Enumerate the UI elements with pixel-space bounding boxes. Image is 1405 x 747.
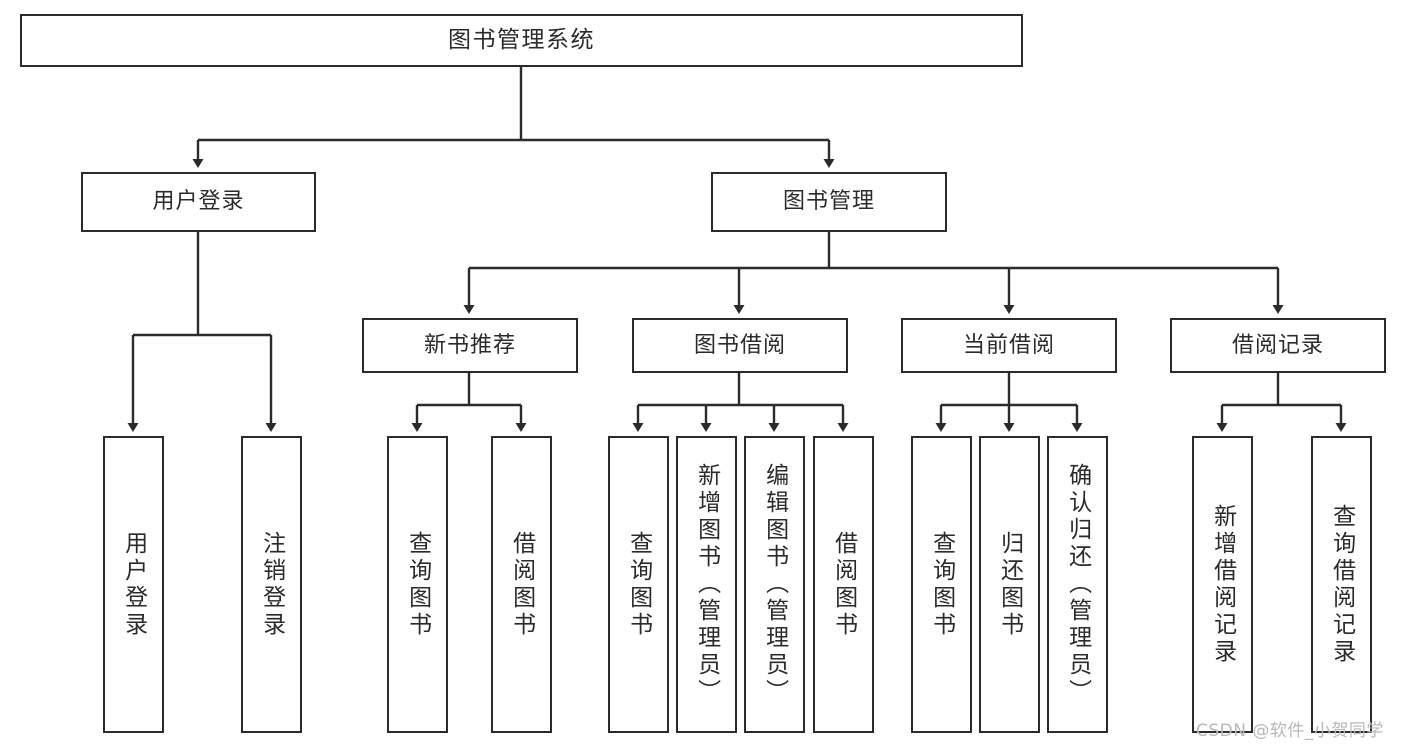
node-leaf-query-book-borrow[interactable]: 查询图书 <box>608 436 669 733</box>
node-current-borrow[interactable]: 当前借阅 <box>901 318 1117 373</box>
node-label: 用户登录 <box>152 189 245 215</box>
node-label: 归还图书 <box>996 530 1023 639</box>
node-book-borrow[interactable]: 图书借阅 <box>632 318 848 373</box>
node-label: 当前借阅 <box>962 332 1055 358</box>
node-leaf-edit-book-admin[interactable]: 编辑图书（管理员） <box>744 436 805 733</box>
node-label: 查询图书 <box>928 530 955 639</box>
node-label: 借阅记录 <box>1231 332 1324 358</box>
node-label: 新增借阅记录 <box>1209 503 1236 666</box>
node-label: 新增图书（管理员） <box>693 463 720 706</box>
node-leaf-user-login[interactable]: 用户登录 <box>103 436 164 733</box>
node-label: 借阅图书 <box>508 530 535 639</box>
node-leaf-query-book-recommend[interactable]: 查询图书 <box>387 436 448 733</box>
node-leaf-add-book-admin[interactable]: 新增图书（管理员） <box>676 436 737 733</box>
node-label: 用户登录 <box>120 530 147 639</box>
node-label: 编辑图书（管理员） <box>761 463 788 706</box>
node-label: 注销登录 <box>258 530 285 639</box>
node-label: 新书推荐 <box>423 332 516 358</box>
node-leaf-query-book-current[interactable]: 查询图书 <box>911 436 972 733</box>
node-borrow-record[interactable]: 借阅记录 <box>1170 318 1386 373</box>
node-book-management[interactable]: 图书管理 <box>711 172 947 232</box>
node-user-login[interactable]: 用户登录 <box>81 172 316 232</box>
node-label: 查询图书 <box>404 530 431 639</box>
node-leaf-confirm-return-admin[interactable]: 确认归还（管理员） <box>1047 436 1108 733</box>
node-leaf-query-borrow-record[interactable]: 查询借阅记录 <box>1311 436 1372 733</box>
csdn-watermark: CSDN @软件_小贺同学 <box>1196 721 1384 741</box>
node-leaf-return-book[interactable]: 归还图书 <box>979 436 1040 733</box>
node-label: 借阅图书 <box>830 530 857 639</box>
node-leaf-borrow-book-recommend[interactable]: 借阅图书 <box>491 436 552 733</box>
node-root-book-management-system[interactable]: 图书管理系统 <box>20 14 1023 67</box>
node-label: 图书管理 <box>782 189 875 215</box>
node-label: 查询借阅记录 <box>1328 503 1355 666</box>
node-label: 查询图书 <box>625 530 652 639</box>
node-new-book-recommend[interactable]: 新书推荐 <box>362 318 578 373</box>
node-label: 图书管理系统 <box>448 26 595 53</box>
node-label: 确认归还（管理员） <box>1064 463 1091 706</box>
node-leaf-add-borrow-record[interactable]: 新增借阅记录 <box>1192 436 1253 733</box>
node-leaf-user-logout[interactable]: 注销登录 <box>241 436 302 733</box>
node-leaf-borrow-book[interactable]: 借阅图书 <box>813 436 874 733</box>
node-label: 图书借阅 <box>693 332 786 358</box>
